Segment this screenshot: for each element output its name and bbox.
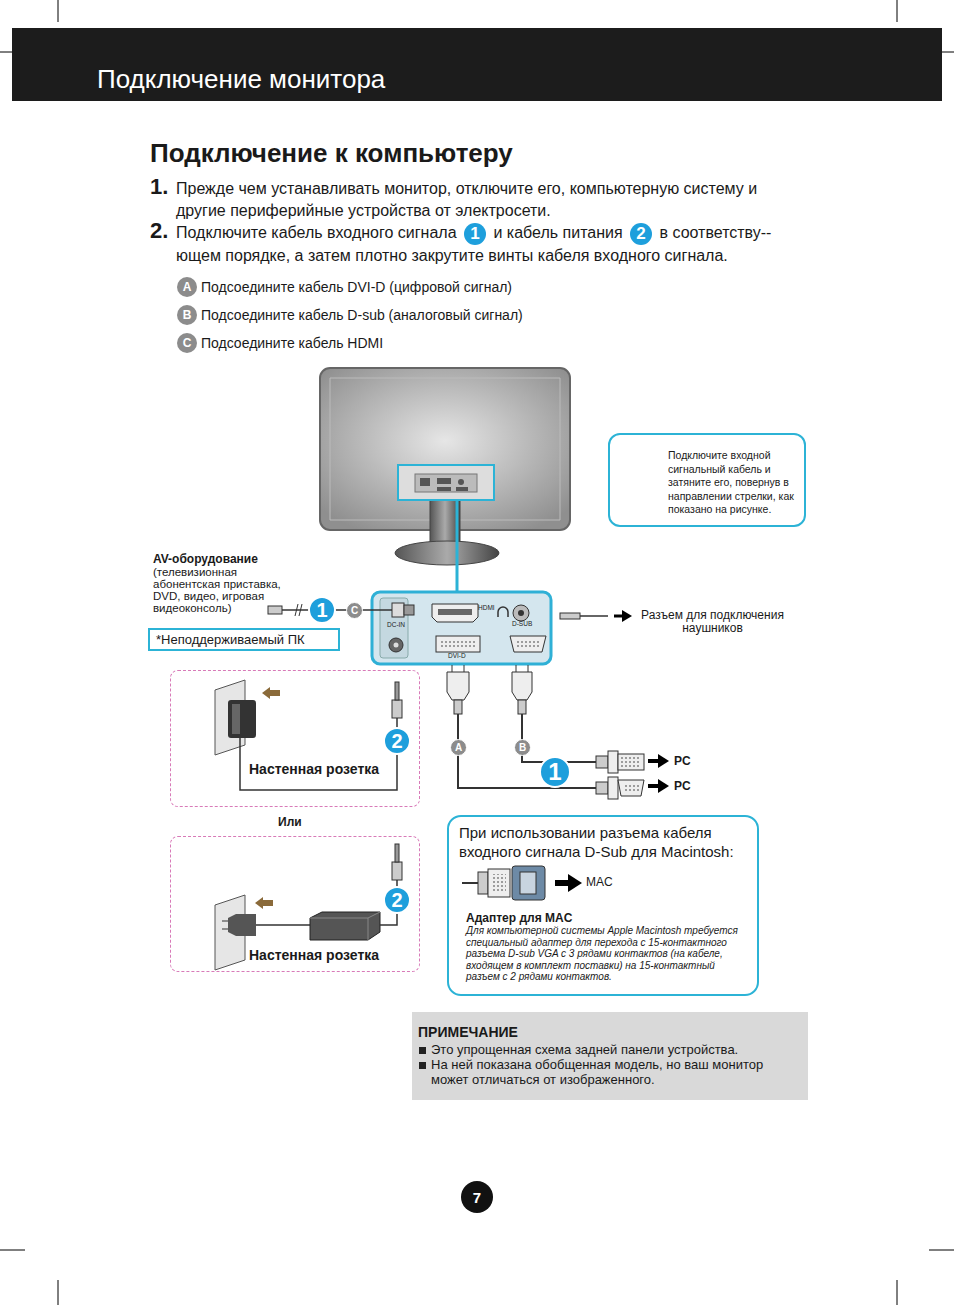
callout-number: 1 bbox=[464, 223, 486, 245]
pc-label: PC bbox=[674, 779, 691, 793]
step-paragraph: Подключите кабель входного сигнала 1 и к… bbox=[176, 222, 806, 267]
mac-heading: При использовании разъема кабеля входног… bbox=[459, 823, 747, 861]
callout-number: 1 bbox=[539, 756, 571, 788]
step-text: Подключите кабель входного сигнала bbox=[176, 224, 457, 241]
port-label: D-SUB bbox=[512, 620, 532, 627]
outlet-label: Настенная розетка bbox=[249, 761, 379, 777]
callout-letter: A bbox=[450, 739, 467, 756]
device-description: (телевизионная абонентская приставка, DV… bbox=[153, 566, 303, 614]
page-number-text: 7 bbox=[473, 1189, 481, 1206]
callout-number: 2 bbox=[383, 727, 411, 755]
remark-item: На ней показана обобщенная модель, но ва… bbox=[418, 1057, 800, 1087]
page-title: Подключение к компьютеру bbox=[150, 138, 513, 169]
step-text: и кабель питания bbox=[493, 224, 622, 241]
headphone-label: Разъем для подключения наушников bbox=[630, 609, 795, 635]
callout-text: Подключите входной сигнальный кабель и з… bbox=[668, 449, 796, 517]
callout-number: 2 bbox=[630, 223, 652, 245]
adapter-title: Адаптер для MAC bbox=[466, 911, 747, 925]
callout-letter: A bbox=[177, 277, 197, 297]
adapter-text: Для компьютерной системы Apple Macintosh… bbox=[466, 925, 751, 983]
port-label: DVI-D bbox=[448, 652, 466, 659]
header-text: Подключение монитора bbox=[97, 64, 385, 95]
mac-box: При использовании разъема кабеля входног… bbox=[447, 815, 759, 996]
header-band: Подключение монитора bbox=[12, 28, 942, 101]
step-number: 2. bbox=[150, 218, 168, 244]
or-label: Или bbox=[278, 815, 302, 829]
port-label: HDMI bbox=[478, 604, 495, 611]
callout-letter: B bbox=[514, 739, 531, 756]
mac-label: MAC bbox=[586, 875, 747, 889]
pc-label: PC bbox=[674, 754, 691, 768]
power-option-box: Настенная розетка bbox=[170, 836, 420, 972]
callout-box: Подключите входной сигнальный кабель и з… bbox=[608, 433, 806, 527]
connector-panel: DC-IN HDMI D-SUB DVI-D bbox=[372, 592, 551, 664]
callout-number: 2 bbox=[383, 886, 411, 914]
step-number: 1. bbox=[150, 174, 168, 200]
callout-number: 1 bbox=[308, 596, 336, 624]
option-text: Подсоедините кабель HDMI bbox=[201, 335, 383, 351]
step-text: Прежде чем устанавливать монитор, отключ… bbox=[176, 178, 806, 222]
device-label: AV-оборудование bbox=[153, 552, 258, 566]
remark-heading: ПРИМЕЧАНИЕ bbox=[418, 1024, 800, 1040]
note-box: *Неподдерживаемый ПК bbox=[148, 628, 340, 651]
remark-item: Это упрощенная схема задней панели устро… bbox=[418, 1042, 800, 1057]
callout-letter: B bbox=[177, 305, 197, 325]
note-text: *Неподдерживаемый ПК bbox=[156, 632, 332, 647]
outlet-label: Настенная розетка bbox=[249, 947, 379, 963]
option-text: Подсоедините кабель DVI-D (цифровой сигн… bbox=[201, 279, 512, 295]
callout-letter: C bbox=[346, 602, 363, 619]
callout-letter: C bbox=[177, 333, 197, 353]
port-label: DC-IN bbox=[387, 621, 405, 628]
option-text: Подсоедините кабель D-sub (аналоговый си… bbox=[201, 307, 523, 323]
remark-box: ПРИМЕЧАНИЕ Это упрощенная схема задней па… bbox=[412, 1012, 808, 1100]
page-number: 7 bbox=[461, 1181, 493, 1213]
